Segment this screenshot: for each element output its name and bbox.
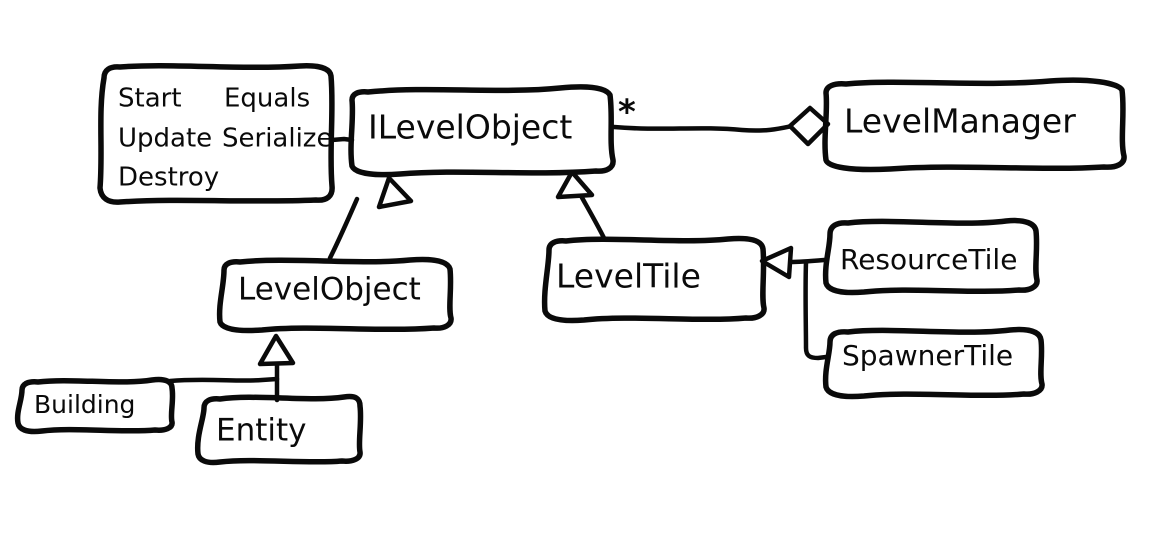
ilevelobject-label: ILevelObject <box>368 108 572 147</box>
multiplicity-star-label: * <box>618 93 636 133</box>
realization-arrowhead-levelobject <box>376 175 414 210</box>
resourcetile-box-outline <box>822 217 1040 296</box>
labels-layer: Start Update Destroy Equals Serialize IL… <box>34 84 1076 449</box>
node-methods-box[interactable] <box>97 62 335 205</box>
node-levelobject[interactable] <box>216 256 454 334</box>
methods-box-outline <box>97 62 335 205</box>
building-box-outline <box>14 376 176 435</box>
edge-ilevelobject-to-levelmanager[interactable] <box>611 123 795 133</box>
entity-box-outline <box>194 393 364 466</box>
aggregation-diamond-levelmanager <box>787 105 831 147</box>
node-spawnertile[interactable] <box>822 326 1045 400</box>
method-label-start: Start <box>118 84 182 114</box>
spawnertile-label: SpawnerTile <box>842 339 1013 372</box>
realization-arrowhead-leveltile <box>555 169 595 200</box>
resourcetile-label: ResourceTile <box>840 243 1017 276</box>
method-label-serialize: Serialize <box>222 124 332 154</box>
method-label-update: Update <box>118 124 212 154</box>
levelmanager-label: LevelManager <box>844 102 1076 141</box>
inheritance-arrowhead-leveltile <box>759 245 794 280</box>
leveltile-box-outline <box>541 235 767 324</box>
inheritance-arrowhead-levelobject <box>257 333 296 367</box>
node-building[interactable] <box>14 376 176 435</box>
node-levelmanager[interactable] <box>822 77 1127 173</box>
node-resourcetile[interactable] <box>822 217 1040 296</box>
edge-spawnertile-to-leveltile[interactable] <box>803 259 829 361</box>
levelobject-box-outline <box>216 256 454 334</box>
node-leveltile[interactable] <box>541 235 767 324</box>
spawnertile-box-outline <box>822 326 1045 400</box>
node-ilevelobject[interactable] <box>348 84 616 178</box>
edge-leveltile-to-ilevelobject[interactable] <box>577 191 607 241</box>
ilevelobject-box-outline <box>348 84 616 178</box>
edge-building-to-entity-join[interactable] <box>167 376 280 384</box>
building-label: Building <box>34 390 135 419</box>
edge-levelobject-to-ilevelobject[interactable] <box>327 196 360 261</box>
method-label-equals: Equals <box>224 84 310 114</box>
levelobject-label: LevelObject <box>238 272 421 308</box>
leveltile-label: LevelTile <box>556 257 701 296</box>
entity-label: Entity <box>216 413 307 449</box>
nodes-layer <box>14 62 1127 466</box>
levelmanager-box-outline <box>822 77 1127 173</box>
method-label-destroy: Destroy <box>118 163 219 193</box>
connections-layer <box>167 105 831 403</box>
node-entity[interactable] <box>194 393 364 466</box>
